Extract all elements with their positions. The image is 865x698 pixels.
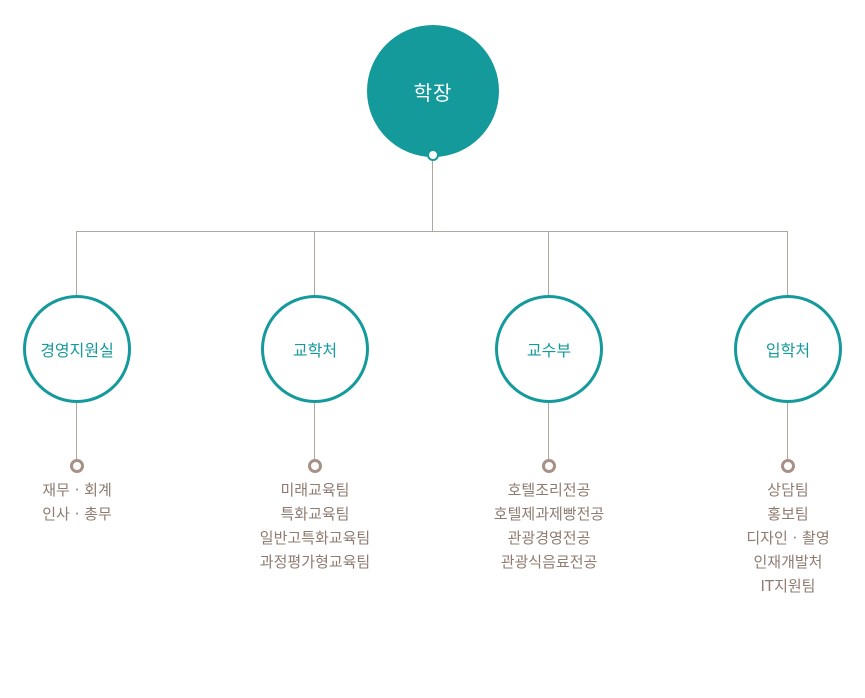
team-stem-line-1 — [76, 403, 77, 460]
team-list-admissions: 상담팀 홍보팀 디자인 · 촬영 인재개발처 IT지원팀 — [698, 478, 865, 598]
team-item: 상담팀 — [767, 481, 809, 499]
dept-label: 교수부 — [526, 341, 572, 360]
team-list-management-support: 재무 · 회계 인사 · 총무 — [0, 478, 167, 526]
team-item: 호텔조리전공 — [507, 481, 591, 499]
root-connector-dot — [427, 149, 439, 161]
dept-label: 입학처 — [765, 341, 811, 360]
branch-line-3 — [548, 231, 549, 295]
team-connector-dot-1 — [70, 459, 84, 473]
team-item: 과정평가형교육팀 — [259, 553, 371, 571]
root-node-dean: 학장 — [367, 25, 499, 157]
team-item: 관광식음료전공 — [500, 553, 598, 571]
dept-node-admissions: 입학처 — [734, 295, 842, 403]
team-list-faculty: 호텔조리전공 호텔제과제빵전공 관광경영전공 관광식음료전공 — [459, 478, 639, 574]
branch-line-2 — [314, 231, 315, 295]
branch-line-4 — [787, 231, 788, 295]
team-stem-line-2 — [314, 403, 315, 460]
team-item: 홍보팀 — [767, 505, 809, 523]
team-item: 디자인 · 촬영 — [746, 529, 830, 547]
dept-node-management-support: 경영지원실 — [23, 295, 131, 403]
team-stem-line-4 — [787, 403, 788, 460]
team-connector-dot-2 — [308, 459, 322, 473]
root-node-label: 학장 — [413, 80, 453, 105]
team-item: 특화교육팀 — [280, 505, 350, 523]
horizontal-branch-line — [76, 231, 788, 232]
team-item: 미래교육팀 — [280, 481, 350, 499]
dept-label: 교학처 — [292, 341, 338, 360]
root-stem-line — [432, 157, 433, 231]
team-item: IT지원팀 — [760, 577, 816, 595]
team-item: 관광경영전공 — [507, 529, 591, 547]
team-item: 인재개발처 — [753, 553, 823, 571]
team-list-academic-affairs: 미래교육팀 특화교육팀 일반고특화교육팀 과정평가형교육팀 — [225, 478, 405, 574]
team-connector-dot-3 — [542, 459, 556, 473]
dept-node-faculty: 교수부 — [495, 295, 603, 403]
team-connector-dot-4 — [781, 459, 795, 473]
team-item: 일반고특화교육팀 — [259, 529, 371, 547]
branch-line-1 — [76, 231, 77, 295]
dept-node-academic-affairs: 교학처 — [261, 295, 369, 403]
team-item: 호텔제과제빵전공 — [493, 505, 605, 523]
team-item: 인사 · 총무 — [42, 505, 112, 523]
team-stem-line-3 — [548, 403, 549, 460]
team-item: 재무 · 회계 — [42, 481, 112, 499]
dept-label: 경영지원실 — [40, 341, 114, 360]
